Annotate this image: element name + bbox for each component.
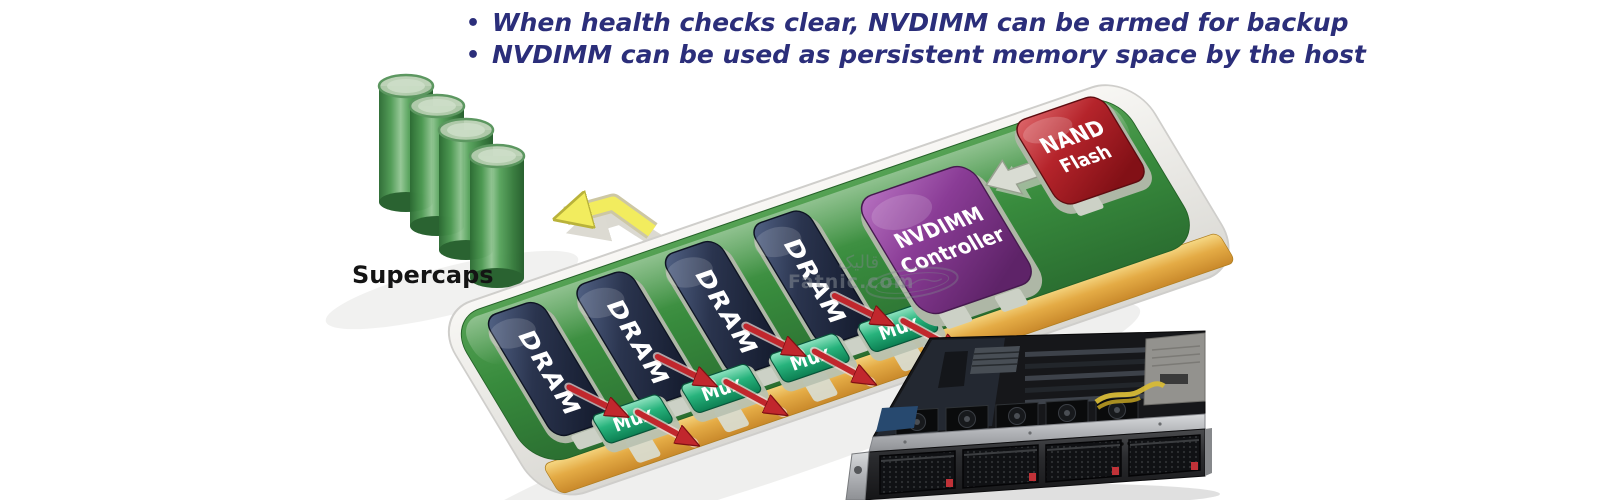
drive-bay-3 bbox=[1045, 439, 1122, 483]
header-bullets: • When health checks clear, NVDIMM can b… bbox=[466, 8, 1367, 69]
dram-to-mux-arrow bbox=[654, 353, 711, 394]
mux-to-edge-arrows bbox=[632, 316, 958, 453]
dram-chip-1: DRAM bbox=[487, 301, 614, 450]
server-chassis bbox=[845, 330, 1220, 500]
server-interior bbox=[872, 330, 1206, 438]
dram-to-mux-arrow bbox=[831, 293, 888, 333]
header-bullet-1: When health checks clear, NVDIMM can be … bbox=[492, 8, 1348, 37]
power-supply bbox=[1143, 332, 1206, 406]
drive-led bbox=[1112, 467, 1119, 475]
server-left-ear bbox=[845, 451, 870, 500]
watermark: قالیک Fatnic.com bbox=[788, 252, 959, 300]
mux-to-edge-arrow bbox=[811, 348, 870, 392]
nvdimm-module-board: DRAM DRAM DRAM DRAM bbox=[447, 84, 1234, 496]
drive-bay-4 bbox=[1128, 434, 1201, 477]
nand-flash-chip: NAND Flash bbox=[1014, 96, 1152, 216]
drive-led bbox=[1191, 462, 1198, 470]
drive-backplane bbox=[876, 406, 918, 432]
dram-chip-3: DRAM bbox=[664, 240, 791, 389]
dram-to-mux-arrow bbox=[743, 323, 800, 363]
bullet-dot: • bbox=[466, 43, 480, 68]
psu-cables bbox=[1094, 381, 1166, 405]
drive-bay-1 bbox=[879, 450, 956, 495]
server-front-panel bbox=[845, 428, 1212, 500]
nvdimm-controller-chip: NVDIMM Controller bbox=[860, 165, 1043, 329]
drive-bay-2 bbox=[962, 444, 1039, 489]
bullet-dot: • bbox=[466, 11, 480, 36]
mux-chip-2: Mux bbox=[680, 363, 769, 433]
drive-led bbox=[946, 479, 953, 487]
drive-led bbox=[1029, 473, 1036, 481]
watermark-stamp bbox=[865, 266, 959, 300]
server-right-cap bbox=[1205, 428, 1212, 476]
dram-to-mux-arrow bbox=[566, 384, 623, 424]
header-bullet-2: NVDIMM can be used as persistent memory … bbox=[492, 40, 1367, 69]
supercaps-illustration: Supercaps bbox=[352, 73, 526, 289]
charge-arrow bbox=[566, 203, 667, 251]
supercap-cylinder bbox=[468, 143, 526, 288]
supercaps-label: Supercaps bbox=[352, 261, 494, 289]
mux-to-edge-arrow bbox=[723, 379, 782, 423]
psu-cable-2 bbox=[1096, 396, 1141, 410]
dram-to-mux-arrows bbox=[564, 291, 888, 424]
watermark-site-text: Fatnic.com bbox=[788, 271, 914, 293]
mux-to-edge-arrow bbox=[634, 409, 693, 453]
watermark-script-text: قالیک bbox=[838, 252, 879, 273]
